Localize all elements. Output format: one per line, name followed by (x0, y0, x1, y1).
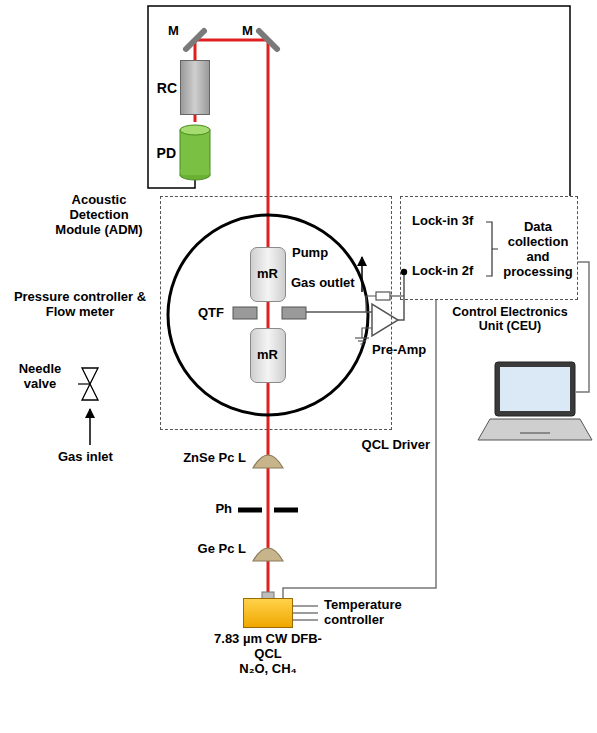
gas-outlet-arrow (361, 257, 363, 292)
part-label: QTF (198, 306, 232, 321)
temperature-wire (293, 612, 318, 613)
mirror (259, 31, 277, 49)
photodetector-body (181, 169, 210, 175)
ge-lens (253, 548, 283, 561)
needle-valve-symbol (78, 383, 90, 384)
node-sublabel: N₂O, CH₄ (212, 662, 324, 677)
needle-valve-symbol (82, 368, 98, 384)
laser-beam (195, 40, 268, 594)
quartz-tuning-fork (233, 307, 306, 319)
preamp-symbol (361, 343, 364, 344)
needle-valve-symbol (82, 384, 98, 400)
part-label: Ph (200, 502, 232, 517)
gas-outlet-arrow (362, 257, 363, 292)
preamp-symbol (355, 337, 369, 338)
photoacoustic-cell (168, 215, 368, 415)
node-label: mR (257, 348, 278, 363)
signal-wire (376, 292, 390, 300)
node-label: 7.83 µm CW DFB-QCL (212, 632, 324, 662)
photoacoustic-cell (168, 215, 368, 415)
signal-name: Lock-in 3f (412, 214, 486, 229)
quartz-tuning-fork (282, 307, 306, 319)
laser-beam (195, 40, 268, 594)
laser-source: 7.83 µm CW DFB-QCLN₂O, CH₄ (243, 598, 293, 628)
part-label: Ge Pc L (150, 542, 246, 557)
photodetector-body (180, 125, 210, 180)
node-heading: 7.83 µm CW DFB-QCLN₂O, CH₄ (212, 632, 324, 677)
signal-wire (148, 6, 570, 196)
photodetector-body (180, 130, 210, 175)
part-label: Pre-Amp (372, 343, 432, 358)
photodetector-body (180, 170, 210, 180)
pinhole (238, 508, 262, 513)
part-label: Gas inlet (58, 450, 128, 465)
mirror-label: M (168, 24, 188, 39)
znse-lens (253, 455, 283, 468)
micro-resonator: mR (250, 247, 286, 302)
data-bracket (486, 222, 498, 276)
needle-valve-symbol (78, 368, 98, 400)
part-label: ZnSe Pc L (150, 451, 246, 466)
part-label: Temperature controller (324, 598, 434, 628)
temperature-wire (293, 619, 318, 620)
node-label: RC (157, 79, 177, 95)
signal-wire (401, 269, 407, 275)
node-label: PD (157, 144, 176, 160)
part-label: Pump (292, 246, 340, 261)
mirror (186, 31, 277, 49)
preamp-symbol (372, 304, 398, 336)
signal-wire (390, 295, 404, 296)
resonant-cell: RC (180, 60, 210, 115)
pinhole (238, 510, 298, 511)
preamp-symbol (358, 340, 366, 341)
gas-inlet-arrow (89, 409, 91, 445)
driver-wire (283, 300, 436, 598)
signal-name: Lock-in 2f (412, 264, 486, 279)
laptop-icon (520, 432, 550, 434)
preamp-symbol (362, 328, 372, 338)
part-label: Gas outlet (291, 276, 357, 291)
pinhole (274, 508, 298, 513)
photodetector: PD (180, 125, 210, 180)
ge-lens (253, 548, 283, 561)
temperature-wire (293, 606, 318, 620)
mirror (186, 31, 204, 49)
laptop-icon (495, 362, 575, 416)
data-bracket (486, 222, 498, 276)
znse-lens (253, 455, 283, 468)
node-label: mR (257, 267, 278, 282)
note-text: Data collection and processing (500, 220, 576, 280)
part-label: Pressure controller & Flow meter (4, 290, 156, 320)
laptop-icon (478, 419, 592, 440)
node-label: Acoustic Detection Module (ADM) (51, 193, 147, 238)
signal-name: QCL Driver (350, 438, 430, 453)
signal-wire (398, 272, 404, 320)
node-label: Control Electronics Unit (CEU) (443, 305, 577, 334)
laptop-icon (500, 367, 570, 411)
quartz-tuning-fork (233, 307, 257, 319)
gas-inlet-arrow (90, 409, 91, 445)
temperature-wire (293, 605, 318, 606)
signal-wire (306, 311, 372, 313)
part-label: Needle valve (8, 362, 72, 392)
micro-resonator: mR (250, 328, 286, 383)
laptop-icon (478, 362, 592, 440)
detection-module: Acoustic Detection Module (ADM)mRmR (160, 196, 392, 430)
photodetector-body (180, 125, 210, 135)
mirror-label: M (242, 24, 262, 39)
